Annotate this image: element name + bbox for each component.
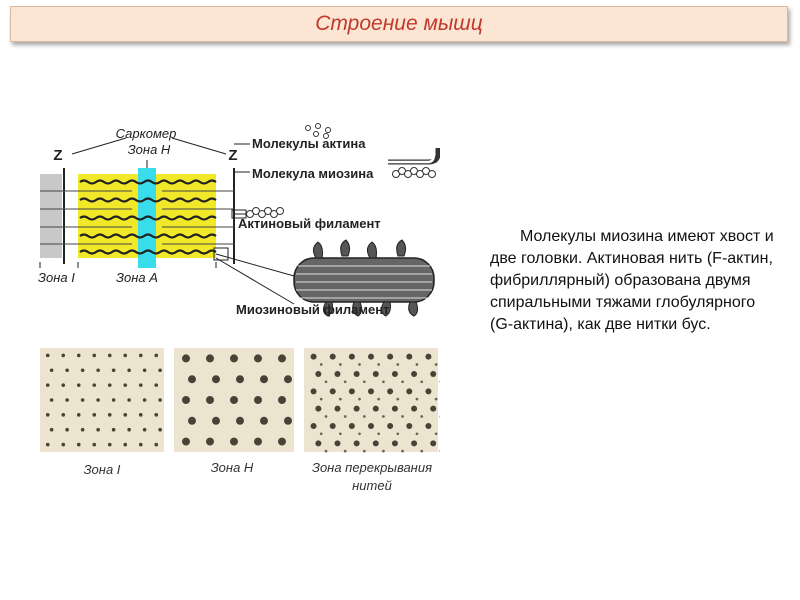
description-paragraph: Молекулы миозина имеют хвост и две голов… <box>490 228 774 333</box>
label-zone-h: Зона Н <box>128 142 171 157</box>
zone-i-band <box>40 174 62 258</box>
micrograph-label-zone-h: Зона Н <box>211 460 254 475</box>
label-z-left: Z <box>53 147 62 164</box>
label-actin-filament: Актиновый филамент <box>238 216 381 231</box>
label-myosin-filament: Миозиновый филамент <box>236 302 389 317</box>
slide-title: Строение мышц <box>315 12 483 35</box>
label-actin-molecules: Молекулы актина <box>252 136 366 151</box>
micrograph-panels: Зона I Зона Н Зона перекрывания нитей <box>38 346 440 502</box>
label-zone-i: Зона I <box>38 270 75 285</box>
micrograph-zone-i <box>40 348 164 452</box>
label-zone-a: Зона А <box>116 270 158 285</box>
micrograph-zone-h <box>174 348 294 452</box>
micrograph-label-overlap-1: Зона перекрывания <box>312 460 432 475</box>
label-myosin-molecule: Молекула миозина <box>252 166 374 181</box>
micrograph-label-overlap-2: нитей <box>352 478 392 493</box>
title-bar: Строение мышц <box>10 6 788 42</box>
label-z-right: Z <box>228 147 237 164</box>
zone-h-band <box>138 168 156 268</box>
label-sarcomere: Саркомер <box>116 126 177 141</box>
sarcomere-diagram: Саркомер Зона Н Z Z Зона I Зона А Молеку… <box>36 122 440 320</box>
micrograph-label-zone-i: Зона I <box>84 462 121 477</box>
micrograph-overlap-zone <box>304 348 440 453</box>
